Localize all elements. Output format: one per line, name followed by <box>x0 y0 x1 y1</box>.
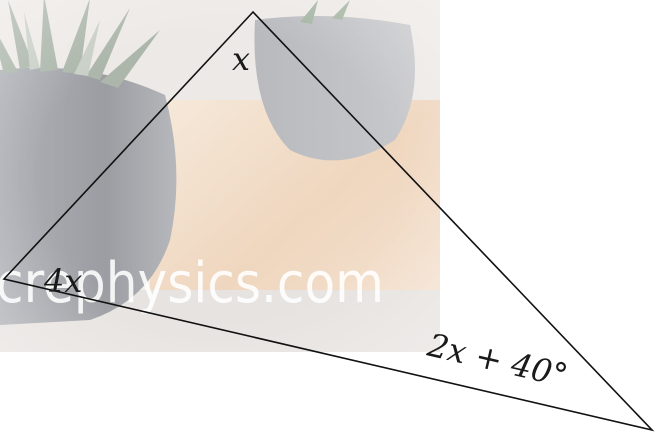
angle-label-right: 2x + 40° <box>423 326 571 395</box>
watermark-text: crephysics.com <box>0 251 384 316</box>
triangle-outline <box>2 10 655 432</box>
background-photo <box>0 0 440 352</box>
angle-label-top: x <box>232 40 250 78</box>
angle-label-left: 4x <box>43 262 82 300</box>
